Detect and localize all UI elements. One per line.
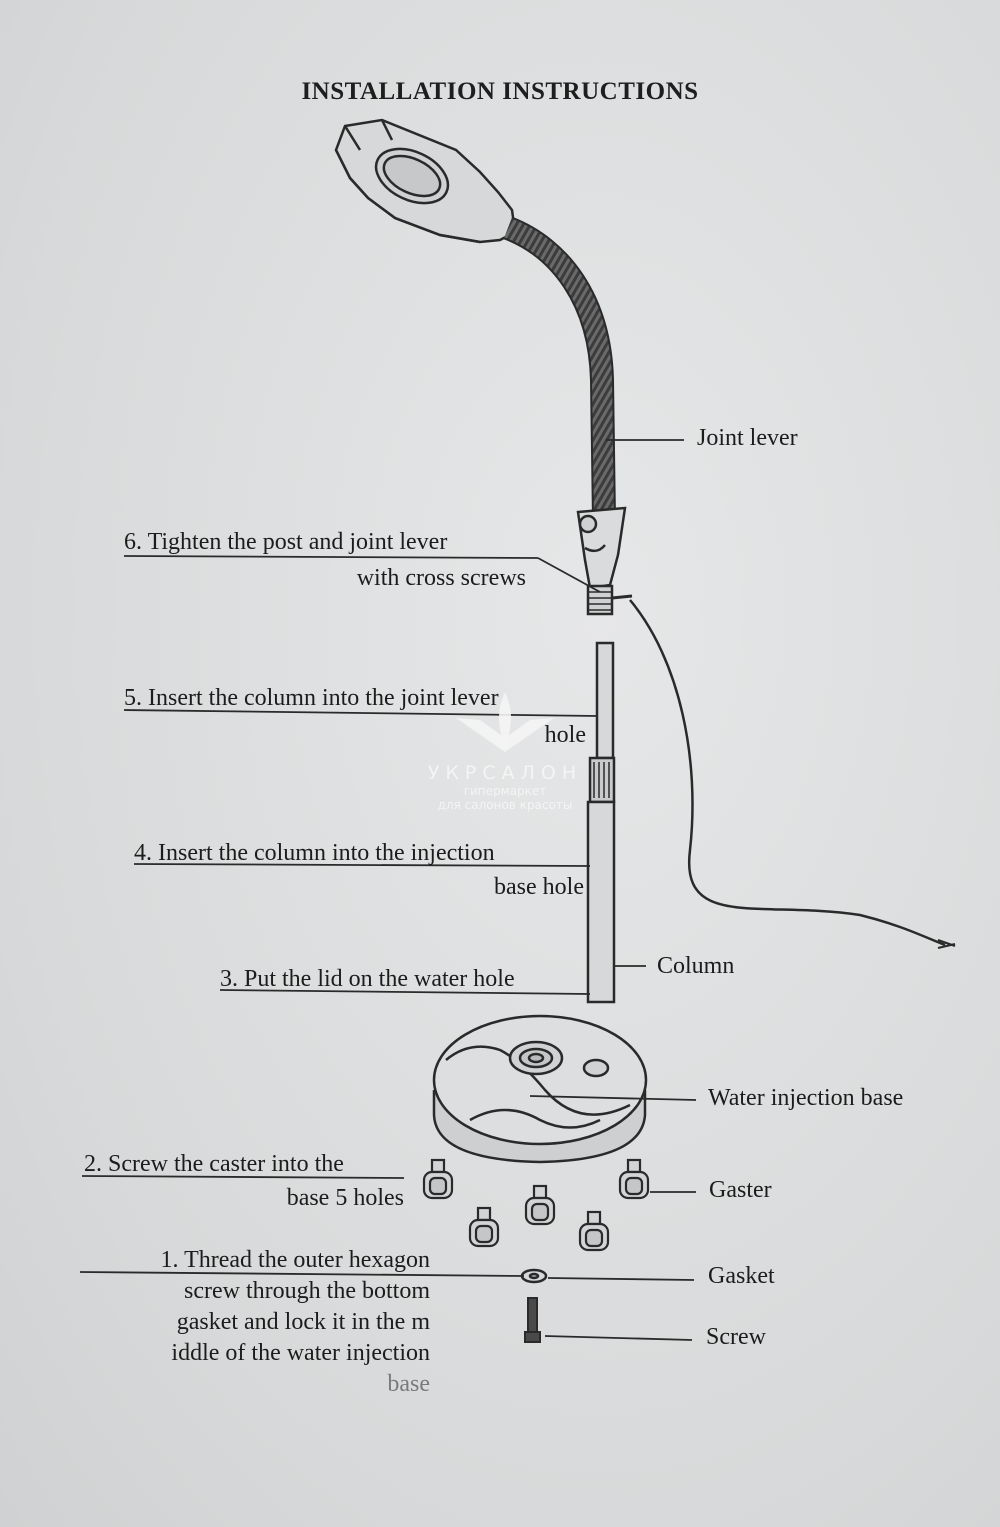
label-column: Column [657, 953, 735, 979]
step3-line1: 3. Put the lid on the water hole [220, 966, 515, 992]
step4-line1: 4. Insert the column into the injection [134, 840, 495, 866]
magnifier-head [334, 118, 517, 244]
step5-line2: hole [544, 722, 586, 748]
label-screw: Screw [706, 1324, 766, 1350]
step2-line2: base 5 holes [286, 1185, 404, 1211]
step1-line1: 1. Thread the outer hexagon [160, 1247, 430, 1273]
step1-line2: screw through the bottom [184, 1278, 430, 1304]
label-gasket: Gasket [708, 1263, 775, 1289]
step2-line1: 2. Screw the caster into the [84, 1151, 344, 1177]
leader-lines [79, 439, 697, 1341]
page-title: INSTALLATION INSTRUCTIONS [301, 78, 699, 105]
step6-line1: 6. Tighten the post and joint lever [124, 529, 448, 555]
step1-line5: base [387, 1371, 430, 1397]
screw [524, 1297, 541, 1343]
step1-line3: gasket and lock it in the m [176, 1309, 430, 1335]
power-cord [629, 599, 946, 947]
water-injection-base [432, 1014, 648, 1164]
step1-line4: iddle of the water injection [171, 1340, 430, 1366]
label-joint-lever: Joint lever [697, 425, 798, 451]
column [586, 641, 616, 1004]
joint-lever-block [576, 506, 633, 616]
casters [422, 1158, 650, 1252]
step6-line2: with cross screws [356, 565, 526, 591]
label-caster: Gaster [709, 1177, 772, 1203]
gasket [520, 1268, 548, 1284]
step4-line2: base hole [494, 874, 584, 900]
label-water-injection-base: Water injection base [708, 1085, 904, 1111]
step5-line1: 5. Insert the column into the joint leve… [124, 685, 499, 711]
